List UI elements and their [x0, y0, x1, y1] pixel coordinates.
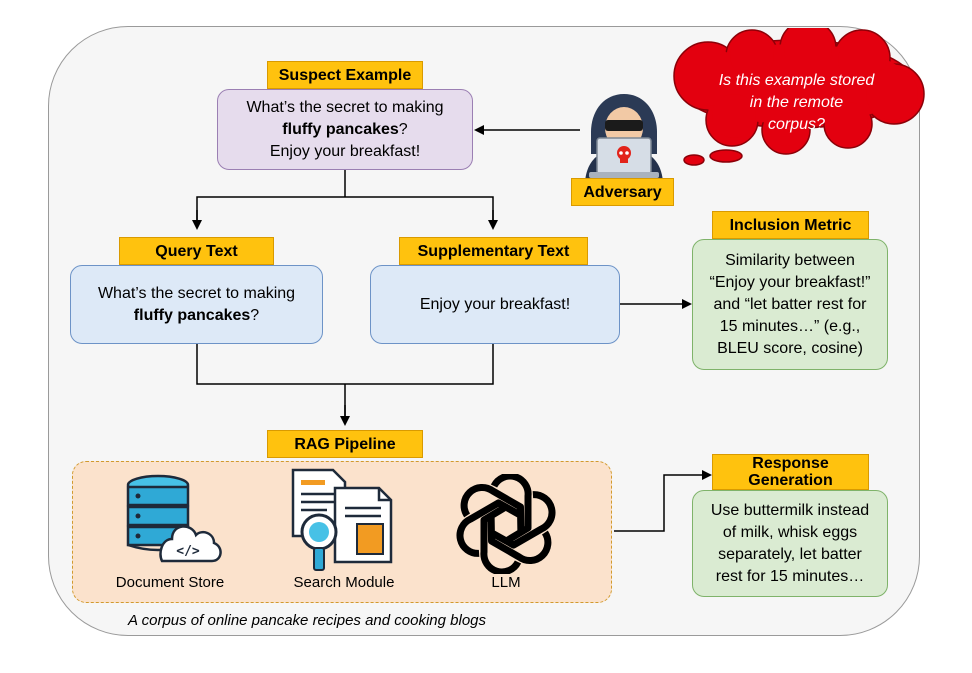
rag-pipeline-tag: RAG Pipeline — [267, 430, 423, 458]
openai-logo-icon — [456, 474, 556, 574]
suspect-line-1: What’s the secret to making — [246, 98, 444, 116]
inclusion-metric-box: Similarity between “Enjoy your breakfast… — [692, 239, 888, 370]
supplementary-text-tag: Supplementary Text — [399, 237, 588, 265]
suspect-line-3: Enjoy your breakfast! — [269, 142, 421, 160]
response-line: rest for 15 minutes… — [715, 567, 865, 585]
response-generation-tag: Response Generation — [712, 454, 869, 490]
response-tag-line: Generation — [748, 472, 833, 489]
thought-line: Is this example stored — [718, 72, 875, 89]
inclusion-metric-tag: Inclusion Metric — [712, 211, 869, 239]
metric-line: BLEU score, cosine) — [717, 339, 863, 357]
suspect-bold-phrase: fluffy pancakes — [282, 120, 399, 138]
metric-line: 15 minutes…” (e.g., — [719, 317, 861, 335]
svg-text:</>: </> — [176, 544, 200, 559]
suspect-example-box: What’s the secret to making fluffy panca… — [217, 89, 473, 170]
adversary-tag: Adversary — [571, 178, 674, 206]
query-line-2-rest: ? — [250, 306, 260, 324]
response-generation-box: Use buttermilk instead of milk, whisk eg… — [692, 490, 888, 597]
supplementary-text-box: Enjoy your breakfast! — [370, 265, 620, 344]
suspect-example-tag: Suspect Example — [267, 61, 423, 89]
suspect-split-connector — [196, 170, 494, 226]
query-text-tag: Query Text — [119, 237, 274, 265]
rag-to-response-arrow — [614, 470, 712, 532]
search-module-label: Search Module — [293, 574, 395, 591]
response-line: separately, let batter — [718, 545, 862, 563]
query-text-box: What’s the secret to making fluffy panca… — [70, 265, 323, 344]
query-line-1: What’s the secret to making — [97, 284, 296, 302]
thought-line: in the remote — [749, 94, 844, 111]
response-tag-line: Response — [752, 455, 829, 472]
database-cloud-icon: </> — [126, 474, 222, 563]
hacker-icon — [585, 94, 663, 182]
llm-label: LLM — [491, 574, 521, 591]
document-store-label: Document Store — [115, 574, 225, 591]
metric-line: “Enjoy your breakfast!” — [709, 273, 871, 291]
suspect-line-2-rest: ? — [398, 120, 408, 138]
supplementary-text: Enjoy your breakfast! — [419, 295, 571, 313]
document-search-icon — [291, 468, 393, 571]
thought-line: corpus? — [768, 116, 825, 133]
metric-line: and “let batter rest for — [713, 295, 867, 313]
response-line: of milk, whisk eggs — [722, 523, 858, 541]
corpus-caption: A corpus of online pancake recipes and c… — [128, 612, 487, 629]
thought-cloud-icon — [673, 28, 925, 166]
response-line: Use buttermilk instead — [710, 501, 870, 519]
adversary-thought: Is this example stored in the remote cor… — [684, 70, 909, 136]
query-bold-phrase: fluffy pancakes — [133, 306, 251, 324]
metric-line: Similarity between — [725, 251, 855, 269]
